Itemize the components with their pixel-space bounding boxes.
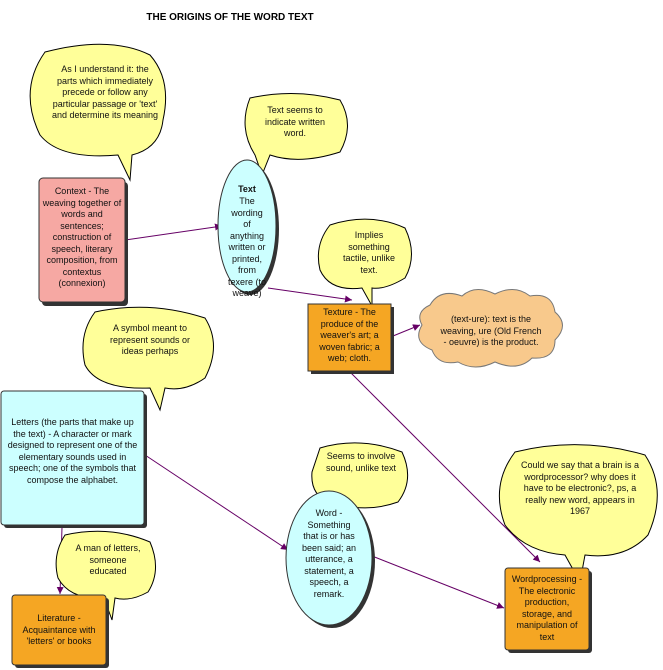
literature-box [11,594,107,666]
letters-box [0,390,145,526]
text-ellipse [217,159,277,293]
connector-texture-to-wordprocessing [349,371,541,563]
texture-box [307,303,392,372]
callout-wordprocessing-bubble [498,444,658,584]
diagram-title: THE ORIGINS OF THE WORD TEXT [146,12,314,23]
callout-text-bubble [244,93,348,177]
connectors [56,223,541,609]
textured-cloud [418,289,563,368]
connector-letters-to-word [144,454,289,551]
connector-context-to-text [124,223,223,241]
callout-context-bubble [29,43,167,182]
connector-text-to-texture [267,287,353,303]
connector-word-to-wordprocessing [371,555,505,609]
callout-literature-bubble [55,530,156,621]
connector-texture-to-cloud [392,324,421,337]
context-box [38,177,126,303]
word-ellipse [285,490,373,626]
wordprocessing-box [504,567,590,651]
callout-letters-bubble [82,306,214,412]
callout-texture-bubble [317,218,412,308]
